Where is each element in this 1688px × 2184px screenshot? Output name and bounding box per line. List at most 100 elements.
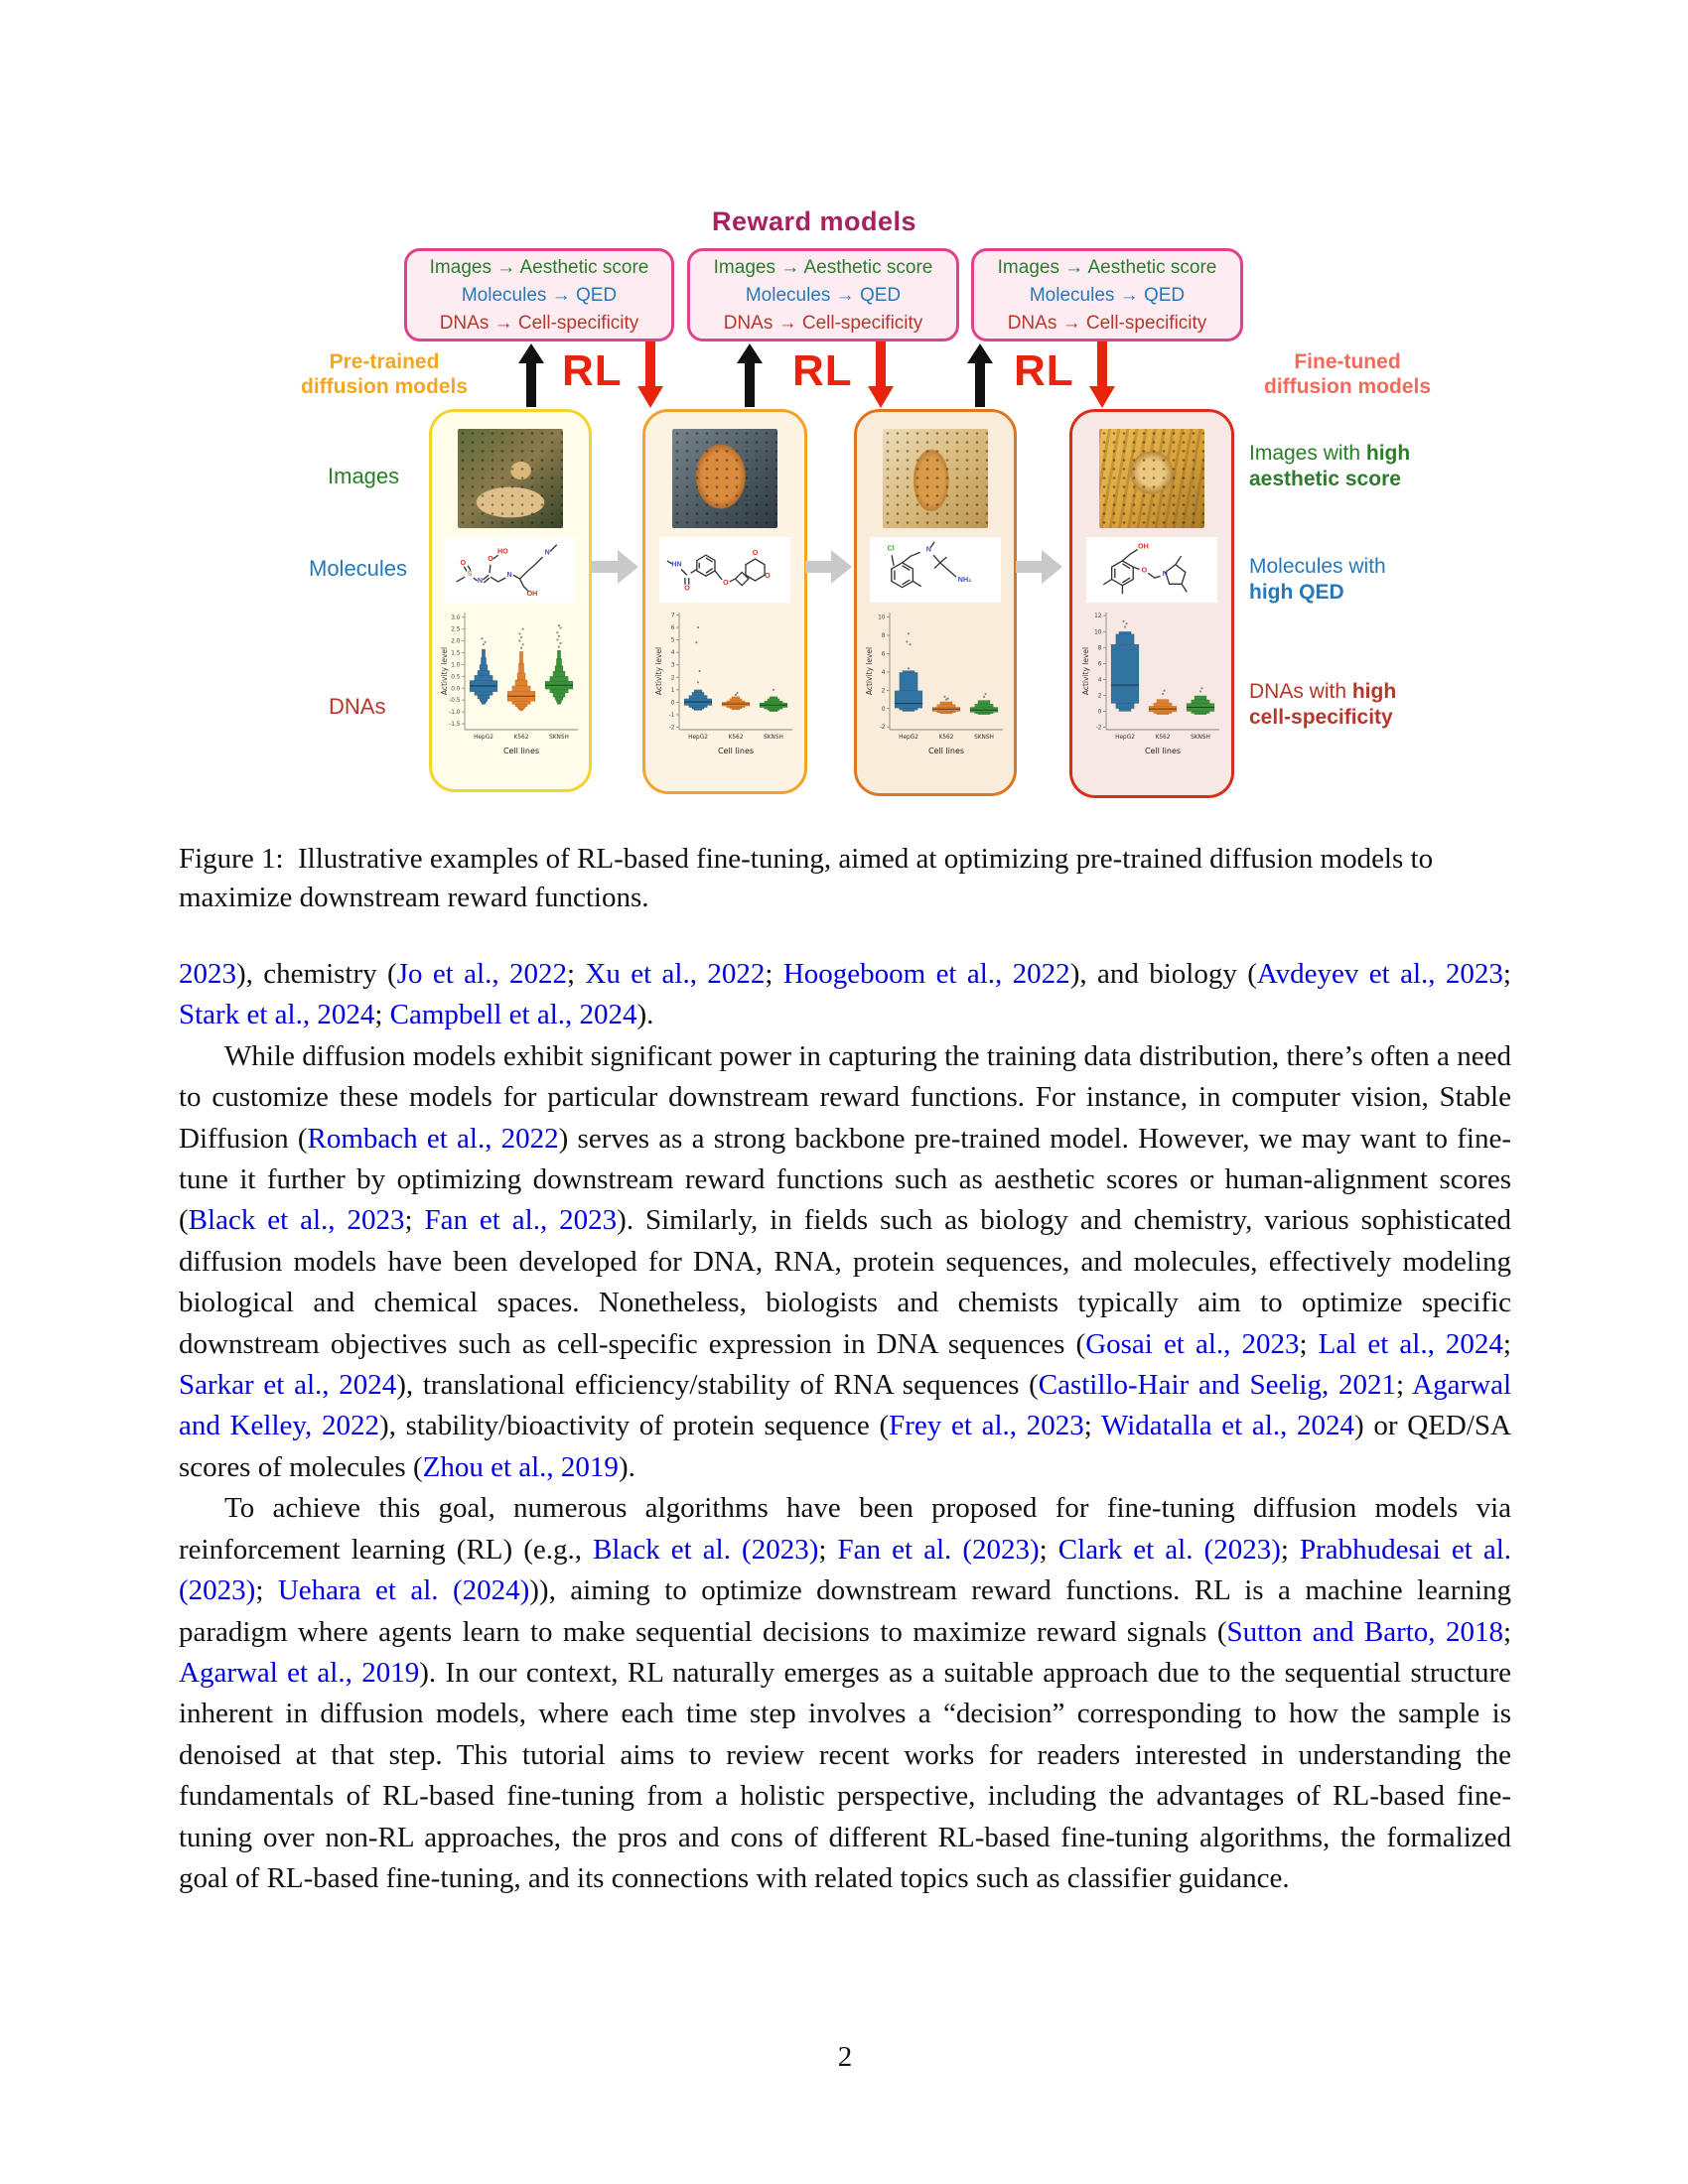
- citation-link[interactable]: Agarwal and Kelley, 2022: [179, 1369, 1511, 1442]
- citation-link[interactable]: Lal et al., 2024: [1318, 1327, 1503, 1360]
- svg-text:2: 2: [671, 675, 675, 681]
- citation-link[interactable]: Campbell et al., 2024: [389, 999, 637, 1031]
- svg-text:4: 4: [671, 650, 675, 656]
- bold-text: high: [1365, 442, 1411, 465]
- page-number: 2: [837, 2041, 853, 2073]
- citation-link[interactable]: Stark et al., 2024: [179, 999, 375, 1031]
- svg-text:-2: -2: [669, 725, 675, 731]
- citation-link[interactable]: Prabhudesai et al. (2023): [179, 1533, 1512, 1607]
- transition-arrow-icon: [1016, 550, 1062, 584]
- cheetah-image: [1099, 429, 1204, 528]
- svg-text:10: 10: [878, 615, 886, 621]
- svg-text:-2: -2: [880, 725, 886, 731]
- citation-link[interactable]: Gosai et al., 2023: [1085, 1327, 1300, 1360]
- cheetah-spots: [458, 429, 563, 528]
- svg-text:N: N: [506, 571, 511, 579]
- svg-text:Activity level: Activity level: [654, 647, 663, 695]
- svg-text:8: 8: [882, 633, 886, 639]
- bold-text: aesthetic score: [1249, 468, 1401, 490]
- svg-text:-2: -2: [1096, 726, 1102, 732]
- citation-link[interactable]: Fan et al., 2023: [424, 1204, 618, 1237]
- svg-text:K562: K562: [939, 735, 954, 741]
- reward-line-dnas: DNAs → Cell-specificity: [1007, 312, 1207, 334]
- cheetah-spots: [672, 429, 777, 528]
- svg-text:0: 0: [671, 700, 675, 706]
- svg-text:1.5: 1.5: [451, 651, 461, 657]
- svg-text:N: N: [545, 548, 550, 556]
- citation-link[interactable]: Fan et al. (2023): [837, 1533, 1040, 1566]
- svg-text:HepG2: HepG2: [688, 735, 708, 741]
- rl-label: RL: [1014, 346, 1074, 395]
- svg-text:Cell lines: Cell lines: [503, 747, 539, 755]
- citation-link[interactable]: Zhou et al., 2019: [422, 1450, 619, 1483]
- citation-link[interactable]: Sarkar et al., 2024: [179, 1369, 397, 1402]
- citation-link[interactable]: Black et al., 2023: [188, 1204, 405, 1237]
- svg-text:Cl: Cl: [888, 544, 895, 552]
- svg-text:K562: K562: [1156, 735, 1171, 741]
- reward-line-molecules: Molecules → QED: [461, 284, 618, 306]
- svg-text:3: 3: [671, 663, 675, 669]
- svg-text:O: O: [684, 585, 690, 593]
- svg-text:OH: OH: [1138, 543, 1149, 551]
- citation-link[interactable]: Xu et al., 2022: [585, 958, 766, 990]
- molecule-image: OH O N: [1086, 537, 1217, 603]
- bold-text: high: [1351, 680, 1397, 703]
- paragraph: To achieve this goal, numerous algorithm…: [179, 1492, 1512, 1894]
- bold-text: high QED: [1249, 581, 1344, 604]
- svg-text:K562: K562: [729, 735, 744, 741]
- cheetah-spots: [1099, 429, 1204, 528]
- row-label-dnas: DNAs: [329, 694, 386, 719]
- svg-text:-1.5: -1.5: [449, 722, 461, 728]
- citation-link[interactable]: Jo et al., 2022: [396, 958, 567, 990]
- citation-link[interactable]: Frey et al., 2023: [889, 1410, 1084, 1442]
- transition-arrow-icon: [805, 550, 852, 584]
- citation-link[interactable]: Castillo-Hair and Seelig, 2021: [1038, 1369, 1396, 1402]
- citation-link[interactable]: Hoogeboom et al., 2022: [782, 958, 1070, 990]
- reward-line-molecules: Molecules → QED: [745, 284, 902, 306]
- paragraph: While diffusion models exhibit significa…: [179, 1039, 1512, 1483]
- svg-text:O: O: [1142, 566, 1148, 574]
- svg-text:N: N: [1163, 570, 1168, 578]
- citation-link[interactable]: Avdeyev et al., 2023: [1256, 958, 1503, 990]
- svg-text:2: 2: [1098, 693, 1102, 699]
- citation-link[interactable]: 2023: [179, 958, 236, 990]
- svg-text:0.5: 0.5: [451, 674, 461, 680]
- citation-link[interactable]: Agarwal et al., 2019: [179, 1656, 420, 1689]
- citation-link[interactable]: Clark et al. (2023): [1057, 1533, 1281, 1566]
- svg-text:6: 6: [671, 625, 675, 631]
- svg-text:0: 0: [1098, 710, 1102, 716]
- reward-line-images: Images → Aesthetic score: [713, 256, 933, 278]
- paragraph: 2023), chemistry (Jo et al., 2022; Xu et…: [179, 958, 1511, 1031]
- svg-text:0: 0: [882, 707, 886, 713]
- citation-link[interactable]: Uehara et al. (2024): [277, 1574, 530, 1607]
- cheetah-image: [883, 429, 988, 528]
- svg-text:4: 4: [1098, 677, 1102, 683]
- svg-text:8: 8: [1098, 645, 1102, 651]
- citation-link[interactable]: Sutton and Barto, 2018: [1226, 1615, 1503, 1648]
- reward-box-3: Images → Aesthetic score Molecules → QED…: [971, 248, 1243, 341]
- citation-link[interactable]: Rombach et al., 2022: [307, 1122, 559, 1155]
- svg-text:2: 2: [882, 688, 886, 694]
- bold-text: cell-specificity: [1249, 706, 1393, 729]
- svg-text:K562: K562: [514, 735, 529, 741]
- activity-boxenplot: 3.02.52.01.51.00.50.0-0.5-1.0-1.5Activit…: [440, 613, 578, 755]
- down-arrow-icon: [868, 341, 894, 408]
- cheetah-image: [458, 429, 563, 528]
- reward-box-1: Images → Aesthetic score Molecules → QED…: [404, 248, 674, 341]
- reward-models-title: Reward models: [711, 206, 917, 236]
- svg-text:HepG2: HepG2: [474, 735, 493, 741]
- citation-link[interactable]: Black et al. (2023): [593, 1533, 819, 1566]
- citation-link[interactable]: Widatalla et al., 2024: [1101, 1410, 1355, 1442]
- svg-text:O: O: [753, 549, 759, 557]
- down-arrow-icon: [637, 341, 663, 408]
- body-text: 2023), chemistry (Jo et al., 2022; Xu et…: [179, 954, 1511, 1899]
- svg-text:3.0: 3.0: [451, 615, 461, 621]
